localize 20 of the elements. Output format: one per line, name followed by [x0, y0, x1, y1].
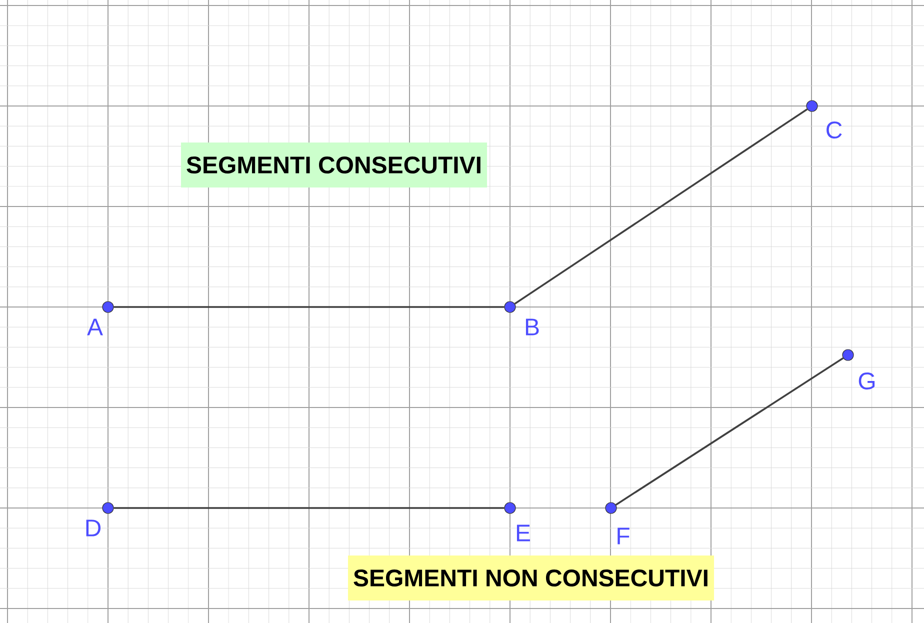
node-label: B: [526, 318, 539, 336]
segment: [514, 108, 808, 305]
segment: [114, 507, 504, 509]
point: C: [806, 100, 842, 138]
node-label: F: [618, 528, 630, 544]
point: G: [842, 349, 875, 390]
node-label: E: [516, 524, 530, 542]
text-box: SEGMENTI CONSECUTIVI: [181, 142, 488, 188]
point: A: [87, 301, 114, 336]
point: D: [86, 502, 114, 536]
node-label: C: [826, 122, 842, 138]
node-label: G: [858, 372, 875, 390]
node-label: A: [87, 318, 103, 336]
point: F: [605, 502, 630, 544]
text-box: SEGMENTI NON CONSECUTIVI: [348, 556, 714, 600]
segment: [114, 306, 504, 308]
point: B: [504, 301, 539, 336]
node-label: D: [86, 520, 101, 536]
point: E: [504, 502, 530, 542]
segment: [615, 357, 844, 506]
